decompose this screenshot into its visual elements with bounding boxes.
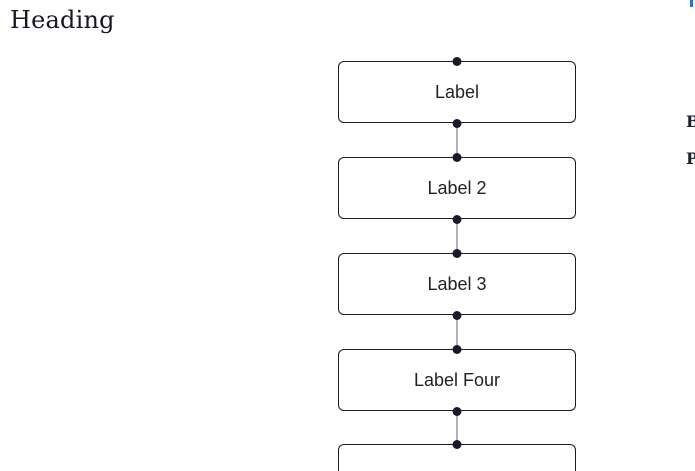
flow-node[interactable] — [338, 439, 576, 471]
flow-node[interactable]: Label 2 — [338, 152, 576, 224]
node-label: Label Four — [413, 370, 501, 390]
edge-connector[interactable] — [456, 219, 458, 253]
page-title: Heading — [10, 6, 115, 34]
flow-node[interactable]: Label Four — [338, 344, 576, 416]
node-handle-bottom[interactable] — [452, 214, 462, 224]
flow-node[interactable]: Label 3 — [338, 248, 576, 320]
node-handle-bottom[interactable] — [452, 118, 462, 128]
node-handle-top[interactable] — [452, 344, 462, 354]
node-handle-bottom[interactable] — [452, 310, 462, 320]
node-handle-bottom[interactable] — [452, 406, 462, 416]
edge-connector[interactable] — [456, 315, 458, 349]
edge-connector[interactable] — [456, 123, 458, 157]
partial-text-b: B — [686, 112, 695, 131]
node-handle-top[interactable] — [452, 439, 462, 449]
partial-text-p: P — [686, 149, 695, 168]
edge-connector[interactable] — [456, 411, 458, 444]
blue-marker — [690, 0, 693, 7]
node-label: Label 2 — [427, 178, 487, 198]
node-handle-top[interactable] — [452, 152, 462, 162]
node-label: Label — [434, 82, 480, 102]
node-handle-top[interactable] — [452, 248, 462, 258]
node-handle-top[interactable] — [452, 56, 462, 66]
flow-node[interactable]: Label — [338, 56, 576, 128]
node-label: Label 3 — [427, 274, 487, 294]
